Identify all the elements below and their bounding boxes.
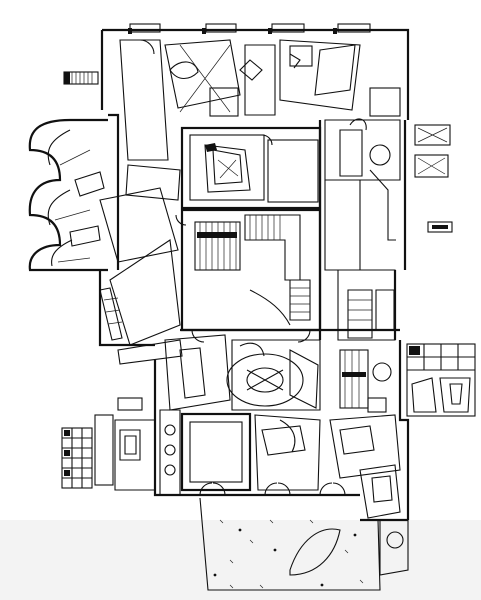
east-detached [414,124,453,233]
southwest-wing [61,397,181,496]
east-grid-block [406,343,476,417]
west-ladder [63,71,99,85]
south-central [180,412,409,576]
interior-door-swings [139,39,311,343]
roof-notches [128,23,371,34]
south-doors [199,482,346,496]
rotated-planes [99,39,183,365]
west-scallop-bay [28,118,108,272]
south-garden [199,497,381,591]
central-core [180,126,322,332]
middle-band [164,328,400,413]
outer-walls [98,28,410,522]
east-service [318,118,401,341]
north-rooms [164,39,401,117]
bottom-wash [0,520,481,600]
